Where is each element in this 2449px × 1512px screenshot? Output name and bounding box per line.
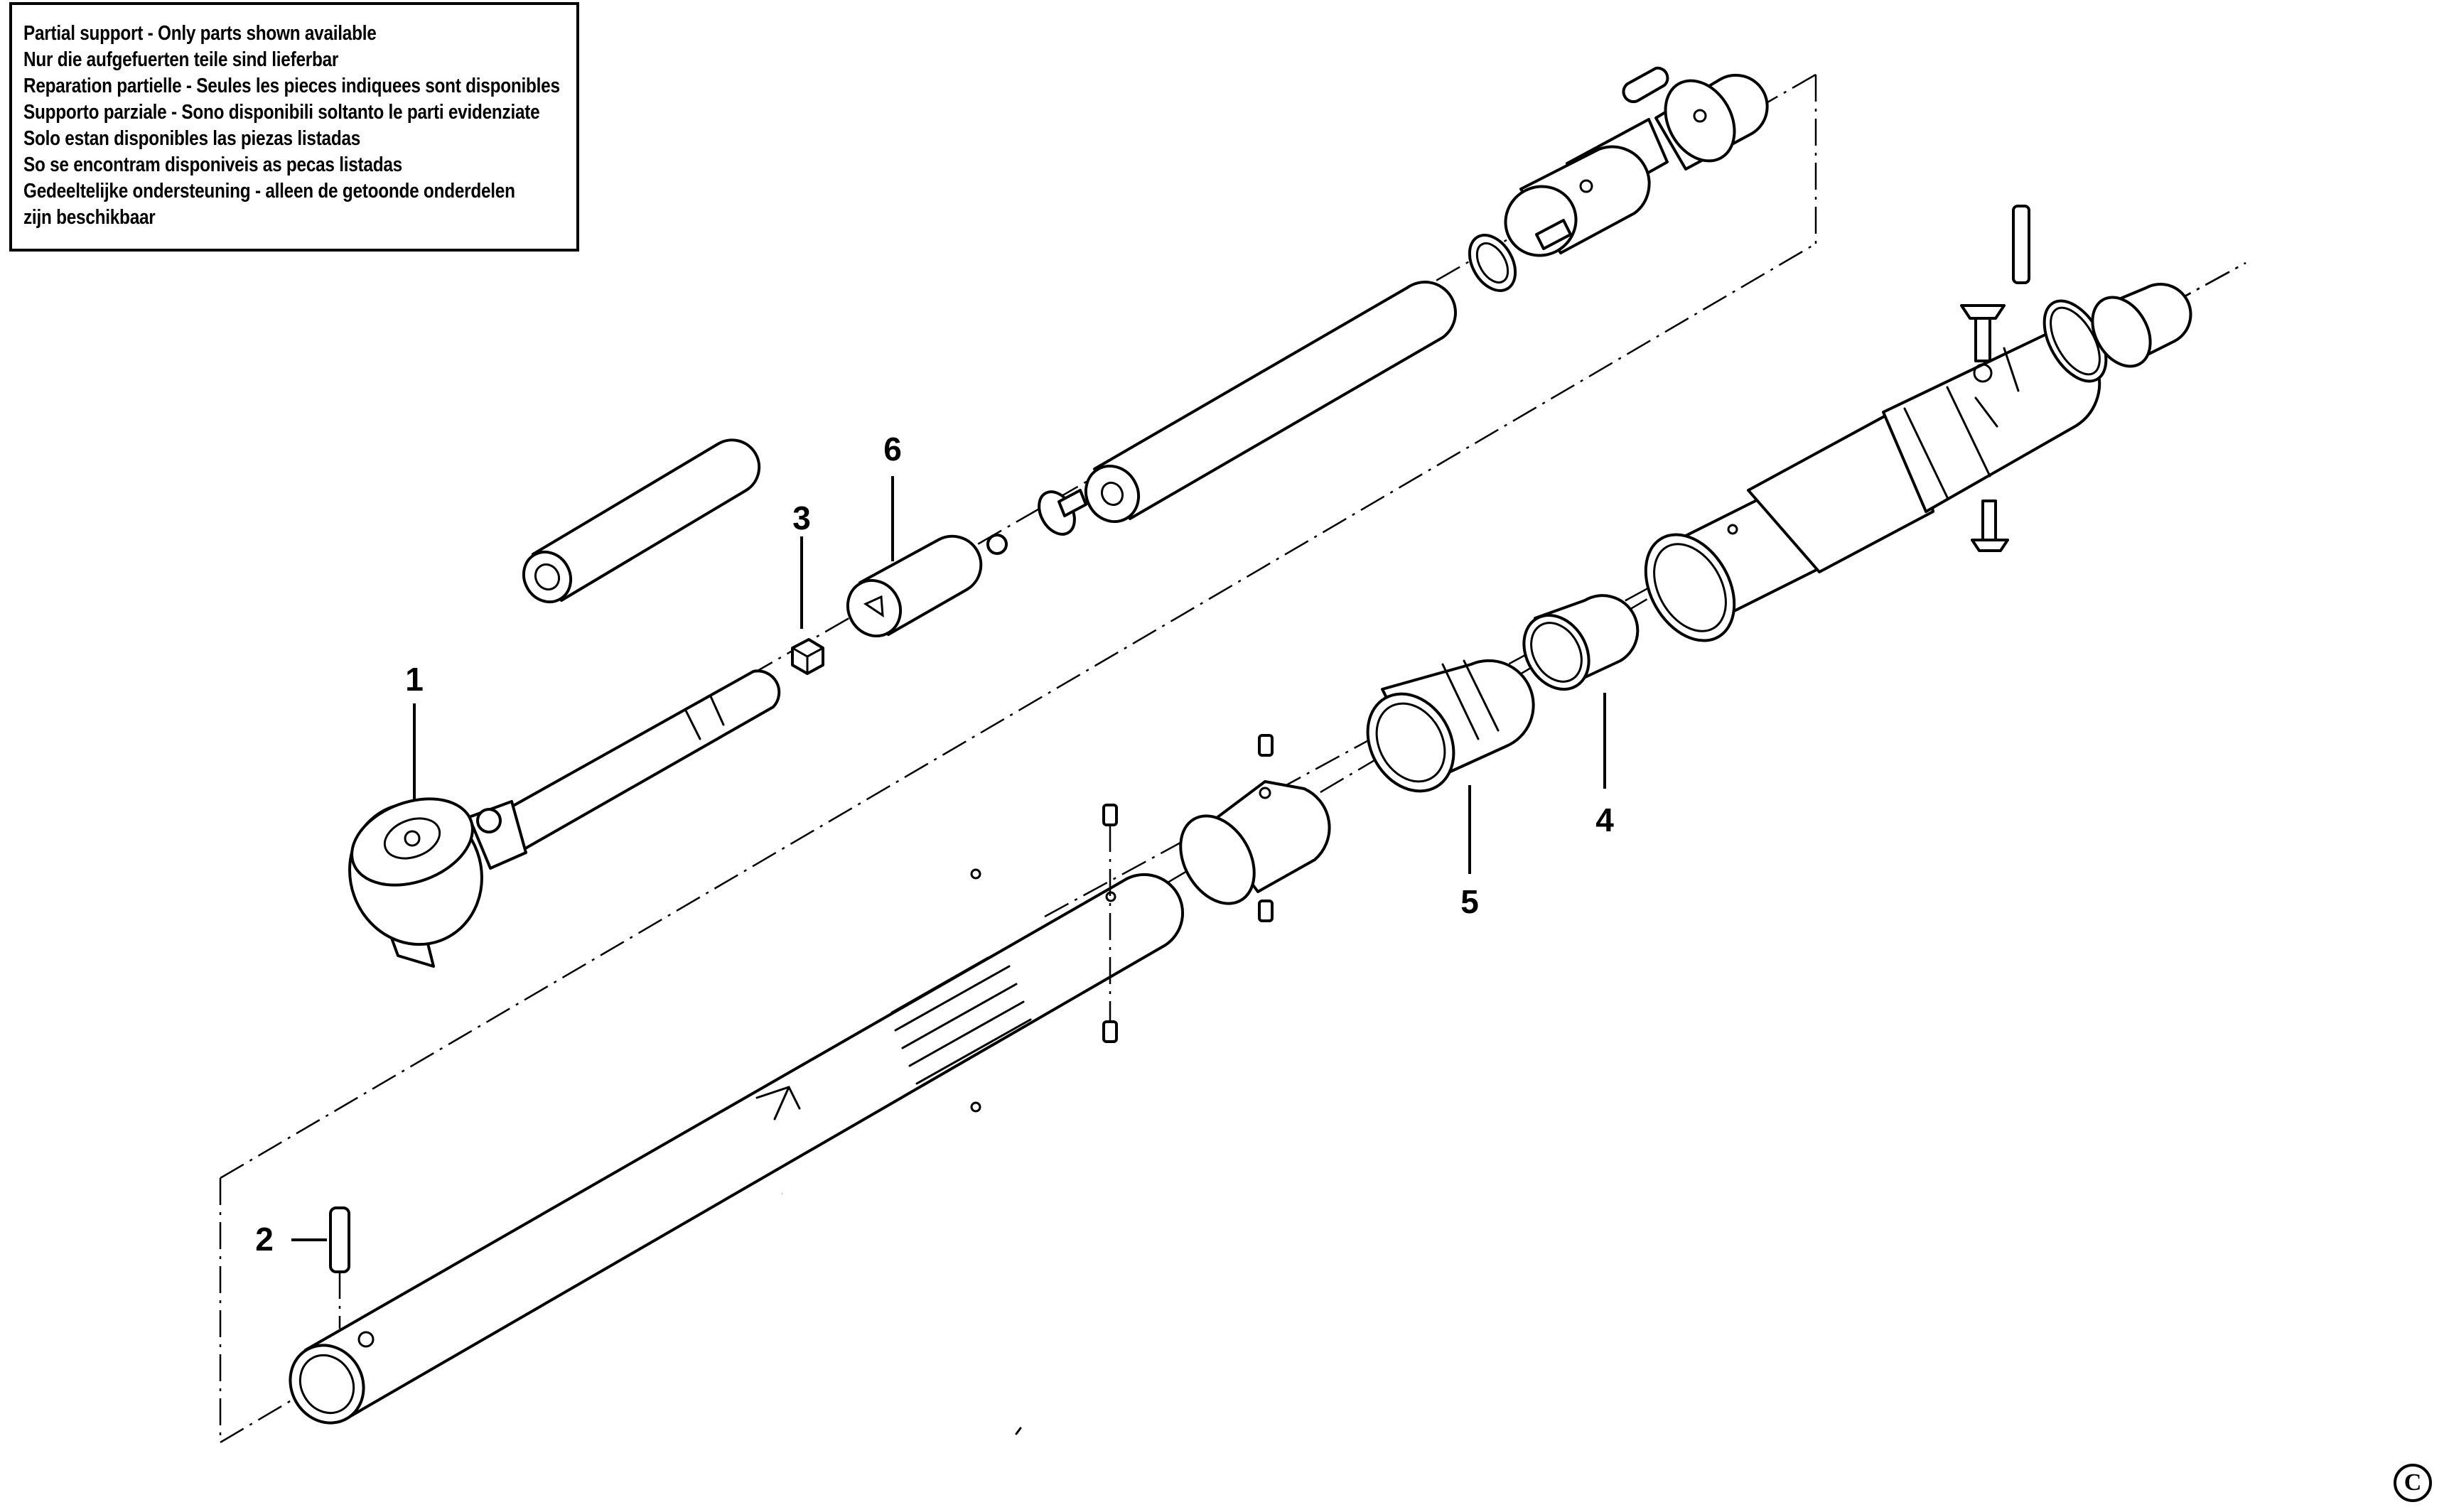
notice-line-it: Supporto parziale - Sono disponibili sol… <box>23 101 540 124</box>
callout-leaders <box>291 476 1606 1241</box>
notice-line-es: Solo estan disponibles las piezas listad… <box>23 127 361 150</box>
callout-3: 3 <box>792 500 811 536</box>
spindle-assembly <box>1468 66 1769 292</box>
notice-line-nl: Gedeeltelijke ondersteuning - alleen de … <box>23 180 515 202</box>
callout-6: 6 <box>883 431 902 468</box>
part-6-socket <box>846 534 983 638</box>
notice-line-pt: So se encontram disponiveis as pecas lis… <box>23 153 402 176</box>
long-tube <box>1084 280 1457 524</box>
end-cap <box>2042 283 2192 383</box>
nose-cone <box>1179 734 1331 922</box>
notice-line-fr: Reparation partielle - Seules les pieces… <box>23 75 560 97</box>
notice-line-en: Partial support - Only parts shown avail… <box>23 22 377 45</box>
short-tube <box>522 438 761 604</box>
copyright-mark: C <box>2394 1464 2432 1502</box>
part-5-collar <box>1366 659 1535 793</box>
callout-4: 4 <box>1595 801 1614 838</box>
partial-support-notice: Partial support - Only parts shown avail… <box>9 2 579 252</box>
callout-1: 1 <box>405 661 424 698</box>
part-2-pin <box>329 1206 350 1329</box>
part-3-cube <box>791 638 824 675</box>
notice-line-de: Nur die aufgefuerten teile sind lieferba… <box>23 48 339 71</box>
callout-2: 2 <box>255 1221 274 1258</box>
part-4-ring <box>1522 594 1640 691</box>
main-barrel <box>1644 205 2101 642</box>
handle-tube <box>289 804 1185 1435</box>
washer-and-ball <box>986 489 1087 555</box>
callout-5: 5 <box>1460 883 1479 920</box>
part-1-ratchet <box>348 669 781 968</box>
notice-line-nl-cont: zijn beschikbaar <box>23 206 156 229</box>
